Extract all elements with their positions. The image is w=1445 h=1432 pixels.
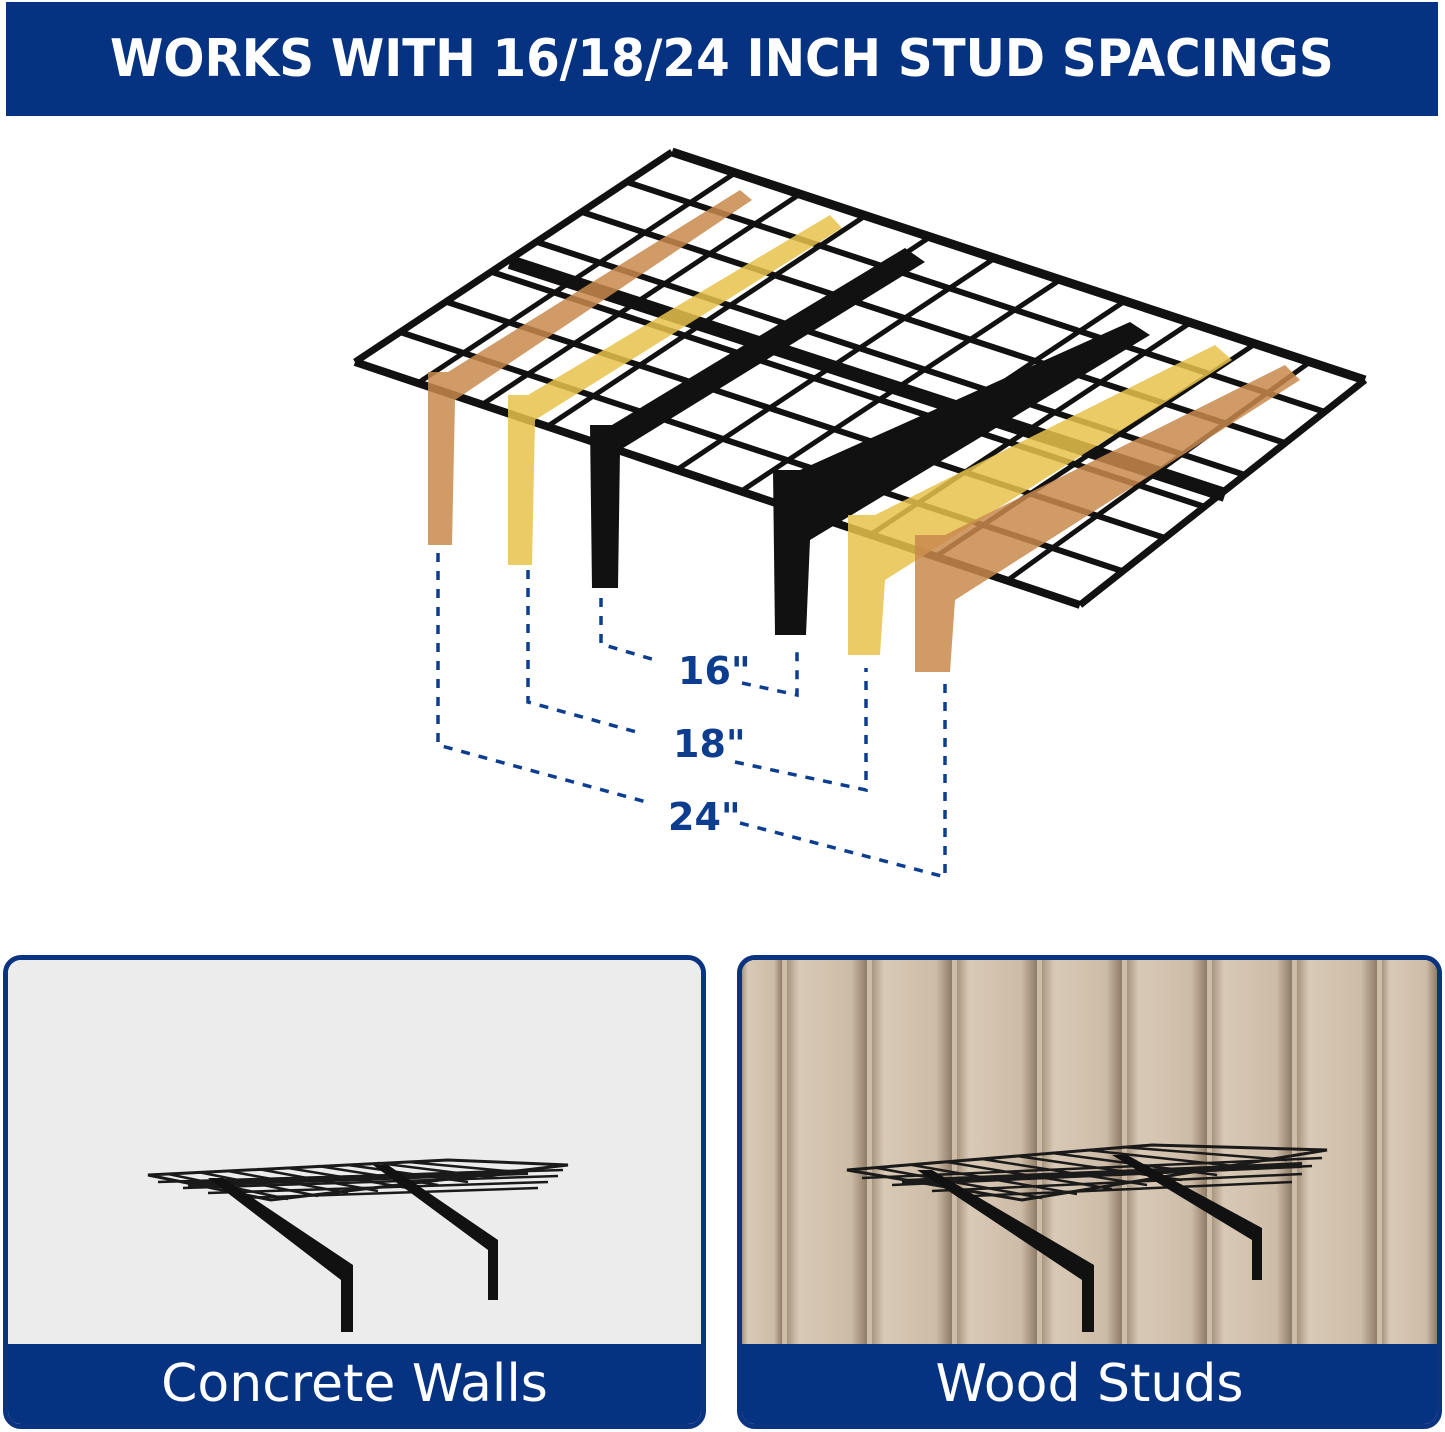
concrete-walls-card: Concrete Walls <box>3 955 706 1429</box>
wood-studs-label-bar: Wood Studs <box>742 1344 1437 1424</box>
stud-spacing-diagram: 16" 18" 24" <box>353 147 1368 880</box>
header-title: WORKS WITH 16/18/24 INCH STUD SPACINGS <box>110 29 1334 89</box>
concrete-wall-shelf-image <box>8 960 701 1344</box>
dimension-label-24: 24" <box>668 795 741 839</box>
bracket-24-left <box>428 190 752 545</box>
header-banner: WORKS WITH 16/18/24 INCH STUD SPACINGS <box>6 2 1438 116</box>
wood-studs-shelf-image <box>742 960 1437 1344</box>
bracket-18-right <box>848 345 1232 655</box>
wood-studs-card: Wood Studs <box>737 955 1442 1429</box>
bracket-16-right <box>773 322 1150 635</box>
dimension-lines <box>436 553 947 880</box>
dimension-label-16: 16" <box>678 649 751 693</box>
wood-studs-label: Wood Studs <box>935 1354 1244 1414</box>
bracket-16-left <box>590 248 925 588</box>
bracket-24-right <box>915 365 1300 672</box>
dimension-label-18: 18" <box>673 722 746 766</box>
concrete-walls-label-bar: Concrete Walls <box>8 1344 701 1424</box>
bracket-18-left <box>508 215 842 565</box>
concrete-walls-label: Concrete Walls <box>161 1354 548 1414</box>
